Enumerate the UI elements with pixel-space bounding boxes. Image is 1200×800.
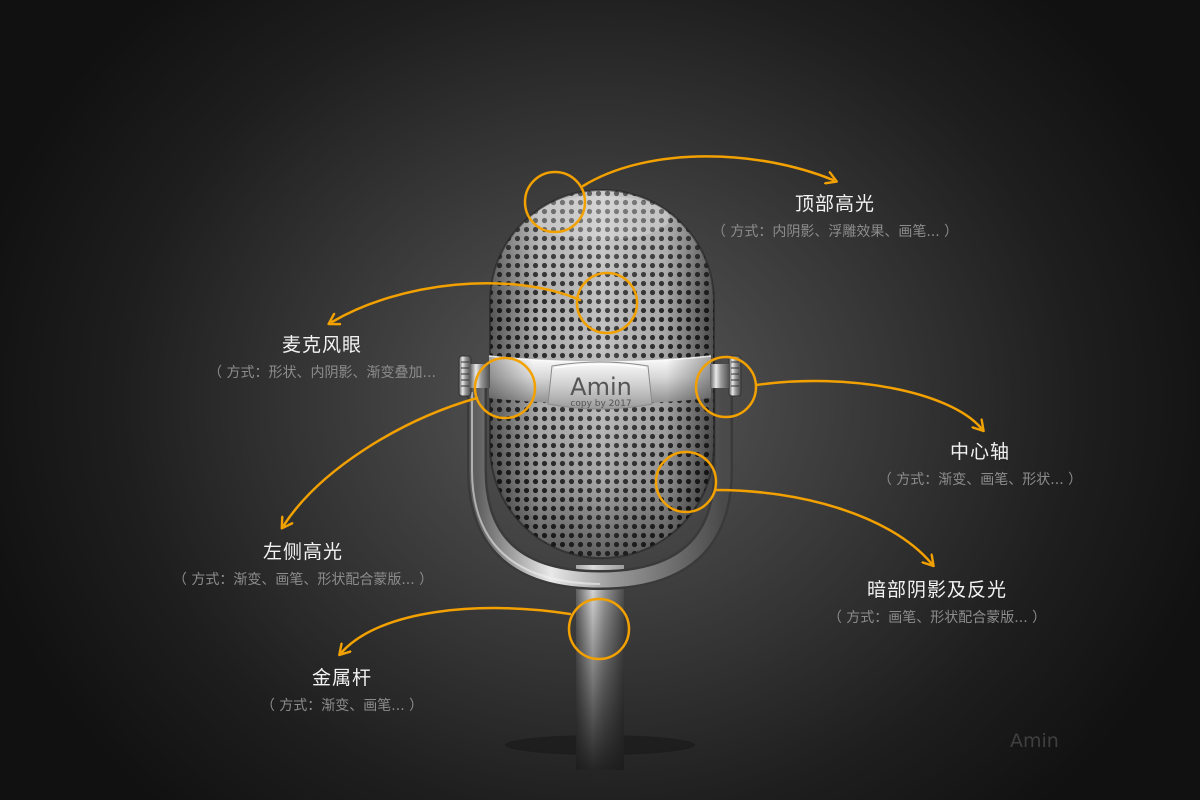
arrow-top-highlight — [581, 155, 833, 188]
callout-left-highlight: 左侧高光 （ 方式：渐变、画笔、形状配合蒙版... ） — [150, 540, 456, 590]
highlight-circle-top — [523, 170, 587, 234]
callout-dark-shadow: 暗部阴影及反光 （ 方式：画笔、形状配合蒙版... ） — [805, 578, 1069, 628]
callout-title: 左侧高光 — [262, 541, 343, 563]
highlight-circle-axis — [694, 355, 758, 419]
callout-title: 暗部阴影及反光 — [866, 579, 1007, 601]
axis-knob-right — [710, 355, 742, 397]
callout-title: 麦克风眼 — [281, 334, 362, 356]
callout-center-axis: 中心轴 （ 方式：渐变、画笔、形状... ） — [855, 440, 1105, 490]
arrow-metal-rod — [342, 606, 572, 652]
callout-desc: （ 方式：形状、内阴影、渐变叠加... — [208, 365, 436, 381]
callout-desc: （ 方式：渐变、画笔、形状... ） — [877, 472, 1083, 488]
callout-title: 中心轴 — [949, 441, 1010, 463]
highlight-circle-left — [473, 356, 537, 420]
callout-title: 顶部高光 — [794, 193, 875, 215]
callout-mic-grille: 麦克风眼 （ 方式：形状、内阴影、渐变叠加... — [190, 333, 454, 383]
arrow-dark-shadow — [714, 488, 931, 563]
watermark: Amin — [1010, 730, 1059, 752]
arrow-left-highlight — [284, 396, 479, 525]
callout-desc: （ 方式：渐变、画笔... ） — [260, 698, 424, 714]
plate-subtitle: copy by 2017 — [570, 399, 631, 409]
callout-desc: （ 方式：内阴影、浮雕效果、画笔... ） — [711, 224, 959, 240]
callout-title: 金属杆 — [311, 667, 372, 689]
cradle-yoke — [467, 382, 733, 591]
callout-top-highlight: 顶部高光 （ 方式：内阴影、浮雕效果、画笔... ） — [700, 192, 970, 242]
highlight-circle-shadow — [654, 450, 718, 514]
name-plate — [547, 361, 653, 410]
plate-name: Amin — [570, 373, 632, 401]
metal-rod — [576, 565, 624, 770]
callout-desc: （ 方式：画笔、形状配合蒙版... ） — [827, 610, 1047, 626]
arrow-mic-grille — [332, 282, 582, 322]
callout-metal-rod: 金属杆 （ 方式：渐变、画笔... ） — [237, 666, 447, 716]
arrow-center-axis — [754, 379, 981, 428]
highlight-circle-grille — [575, 271, 639, 335]
highlight-circle-rod — [567, 597, 631, 661]
callout-desc: （ 方式：渐变、画笔、形状配合蒙版... ） — [172, 572, 434, 588]
